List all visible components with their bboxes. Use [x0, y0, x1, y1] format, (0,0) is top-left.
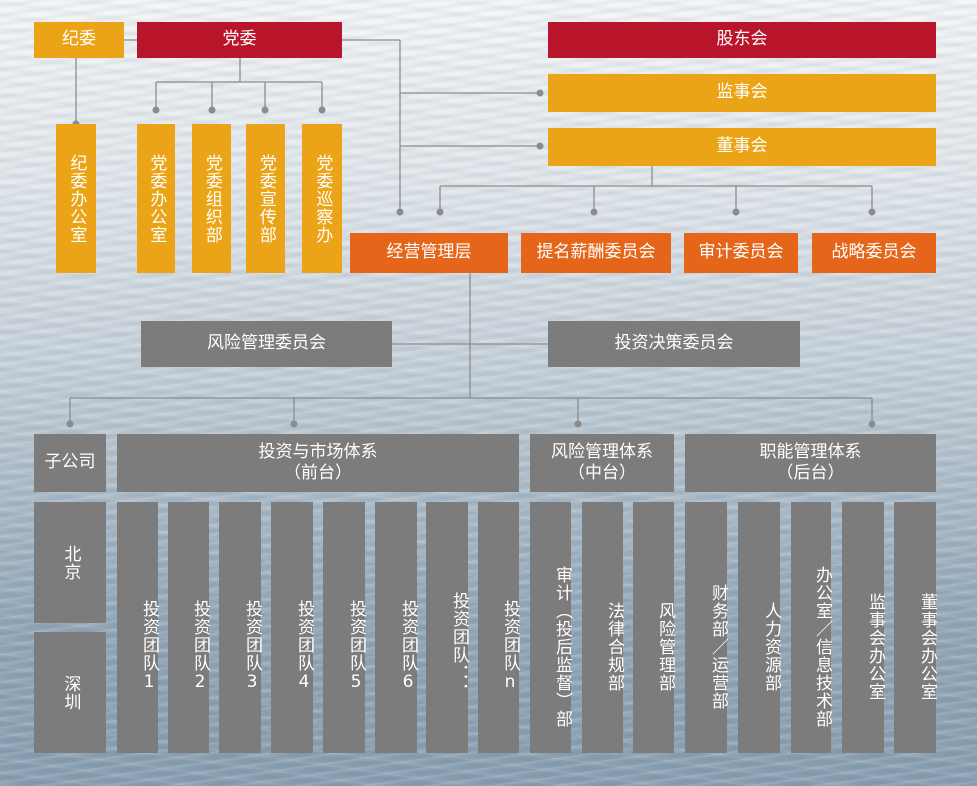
strategy-committee-box: 战略委员会: [812, 233, 936, 273]
dangwei-label: 党委: [222, 29, 257, 50]
audit-dept: 审计（投后监督）部: [530, 502, 572, 753]
risk-committee-label: 风险管理委员会: [207, 333, 326, 354]
invest-team-2: 投资团队2: [168, 502, 210, 753]
party-org-dept-box: 党委组织部: [192, 124, 231, 273]
nomination-committee-label: 提名薪酬委员会: [536, 242, 656, 263]
subsidiary-header: 子公司: [34, 434, 106, 492]
invest-team-n: 投资团队n: [478, 502, 520, 753]
jiwei-office-box: 纪委办公室: [56, 124, 96, 273]
supervisory-board-office-label: 监事会办公室: [865, 592, 885, 701]
board-office: 董事会办公室: [894, 502, 937, 753]
invest-team-3-label: 投资团队3: [242, 600, 262, 693]
front-office-header: 投资与市场体系 （前台）: [117, 434, 519, 492]
subsidiary-beijing-label: 北京: [60, 544, 81, 581]
subsidiary-beijing: 北京: [34, 502, 106, 623]
jianshihui-box: 监事会: [548, 74, 936, 112]
hr-dept: 人力资源部: [738, 502, 781, 753]
party-publicity-dept-box: 党委宣传部: [246, 124, 285, 273]
middle-office-header: 风险管理体系 （中台）: [530, 434, 674, 492]
jianshihui-label: 监事会: [716, 82, 768, 103]
office-it-dept-label: 办公室／信息技术部: [812, 565, 832, 728]
management-box: 经营管理层: [350, 233, 508, 273]
back-office-header: 职能管理体系 （后台）: [685, 434, 936, 492]
invest-team-5-label: 投资团队5: [346, 600, 366, 693]
party-office-label: 党委办公室: [146, 153, 167, 244]
invest-team-etc: 投资团队．．．: [426, 502, 469, 753]
gudonghui-box: 股东会: [548, 22, 936, 58]
party-inspection-office-box: 党委巡察办: [302, 124, 342, 273]
front-office-header-label: 投资与市场体系 （前台）: [258, 441, 378, 483]
middle-office-header-label: 风险管理体系 （中台）: [551, 441, 653, 483]
subsidiary-header-label: 子公司: [44, 452, 96, 473]
board-office-label: 董事会办公室: [917, 592, 937, 701]
dongshihui-label: 董事会: [716, 136, 768, 157]
jiwei-label: 纪委: [62, 29, 96, 50]
nomination-committee-box: 提名薪酬委员会: [521, 233, 671, 273]
strategy-committee-label: 战略委员会: [831, 242, 917, 263]
risk-management-dept-label: 风险管理部: [655, 601, 675, 692]
invest-team-6: 投资团队6: [375, 502, 418, 753]
finance-operations-dept: 财务部／运营部: [685, 502, 728, 753]
management-label: 经营管理层: [386, 242, 472, 263]
party-office-box: 党委办公室: [137, 124, 175, 273]
jiwei-office-label: 纪委办公室: [66, 153, 87, 244]
hr-dept-label: 人力资源部: [761, 601, 781, 692]
subsidiary-shenzhen-label: 深圳: [60, 674, 81, 711]
invest-committee-label: 投资决策委员会: [614, 333, 734, 354]
finance-operations-dept-label: 财务部／运营部: [708, 583, 728, 710]
gudonghui-label: 股东会: [716, 29, 768, 50]
invest-team-6-label: 投资团队6: [398, 600, 418, 693]
invest-committee-box: 投资决策委员会: [548, 321, 800, 367]
subsidiary-shenzhen: 深圳: [34, 632, 106, 753]
audit-committee-box: 审计委员会: [684, 233, 798, 273]
invest-team-5: 投资团队5: [323, 502, 366, 753]
invest-team-n-label: 投资团队n: [500, 600, 520, 693]
invest-team-etc-label: 投资团队．．．: [449, 592, 469, 701]
risk-committee-box: 风险管理委员会: [141, 321, 392, 367]
legal-compliance-dept: 法律合规部: [582, 502, 624, 753]
risk-management-dept: 风险管理部: [633, 502, 675, 753]
back-office-header-label: 职能管理体系 （后台）: [759, 441, 862, 483]
invest-team-2-label: 投资团队2: [190, 600, 210, 693]
party-publicity-dept-label: 党委宣传部: [255, 153, 276, 244]
invest-team-1-label: 投资团队1: [139, 600, 159, 693]
invest-team-3: 投资团队3: [219, 502, 262, 753]
invest-team-4: 投资团队4: [271, 502, 314, 753]
audit-dept-label: 审计（投后监督）部: [552, 565, 572, 728]
supervisory-board-office: 监事会办公室: [842, 502, 885, 753]
party-inspection-office-label: 党委巡察办: [312, 153, 333, 244]
audit-committee-label: 审计委员会: [698, 242, 784, 263]
office-it-dept: 办公室／信息技术部: [791, 502, 832, 753]
invest-team-1: 投资团队1: [117, 502, 159, 753]
dongshihui-box: 董事会: [548, 128, 936, 166]
dangwei-box: 党委: [137, 22, 342, 58]
party-org-dept-label: 党委组织部: [201, 153, 222, 244]
jiwei-box: 纪委: [34, 22, 124, 58]
invest-team-4-label: 投资团队4: [294, 600, 314, 693]
legal-compliance-dept-label: 法律合规部: [604, 601, 624, 692]
